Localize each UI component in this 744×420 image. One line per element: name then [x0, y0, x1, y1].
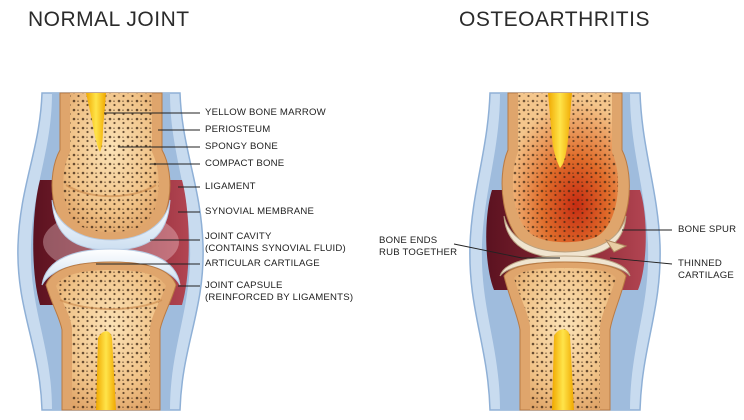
oa-upper-cartilage	[503, 215, 627, 259]
label-yellow-bone-marrow: YELLOW BONE MARROW	[205, 107, 326, 118]
oa-upper-marrow	[548, 93, 572, 168]
normal-upper-marrow	[86, 93, 106, 152]
label-joint-cavity-line1: JOINT CAVITY	[205, 231, 272, 242]
title-osteoarthritis: OSTEOARTHRITIS	[459, 8, 650, 31]
normal-joint-diagram	[17, 92, 204, 411]
normal-upper-growth-line	[65, 184, 157, 198]
normal-lower-marrow	[96, 331, 116, 410]
label-joint-capsule: JOINT CAPSULE (REINFORCED BY LIGAMENTS)	[205, 280, 353, 303]
label-bone-ends-rub: BONE ENDS RUB TOGETHER	[379, 235, 457, 258]
label-compact-bone: COMPACT BONE	[205, 158, 285, 169]
label-joint-cavity-line2: (CONTAINS SYNOVIAL FLUID)	[205, 242, 346, 254]
normal-upper-bone-pores	[63, 93, 159, 233]
normal-upper-cartilage	[51, 199, 171, 251]
label-bone-spur: BONE SPUR	[678, 224, 737, 235]
title-normal-joint: NORMAL JOINT	[28, 8, 190, 31]
oa-lower-marrow	[552, 329, 574, 410]
label-thinned-line2: CARTILAGE	[678, 269, 735, 281]
oa-joint-diagram	[453, 92, 673, 411]
label-bone-ends-line2: RUB TOGETHER	[379, 246, 458, 258]
label-articular-cartilage: ARTICULAR CARTILAGE	[205, 258, 320, 269]
label-joint-capsule-line2: (REINFORCED BY LIGAMENTS)	[205, 291, 354, 303]
label-joint-cavity: JOINT CAVITY (CONTAINS SYNOVIAL FLUID)	[205, 231, 346, 254]
normal-lower-growth-line	[59, 299, 163, 310]
label-ligament: LIGAMENT	[205, 181, 256, 192]
label-synovial-membrane: SYNOVIAL MEMBRANE	[205, 206, 315, 217]
label-periosteum: PERIOSTEUM	[205, 124, 271, 135]
oa-upper-bone-pores	[512, 93, 619, 243]
label-spongy-bone: SPONGY BONE	[205, 141, 278, 152]
label-joint-capsule-line1: JOINT CAPSULE	[205, 280, 283, 291]
label-thinned-line1: THINNED	[678, 258, 723, 269]
oa-leader-lines	[453, 229, 673, 265]
label-thinned-cartilage: THINNED CARTILAGE	[678, 258, 734, 281]
normal-leader-lines	[96, 112, 200, 287]
label-bone-ends-line1: BONE ENDS	[379, 235, 438, 246]
oa-bone-spur	[604, 239, 628, 253]
